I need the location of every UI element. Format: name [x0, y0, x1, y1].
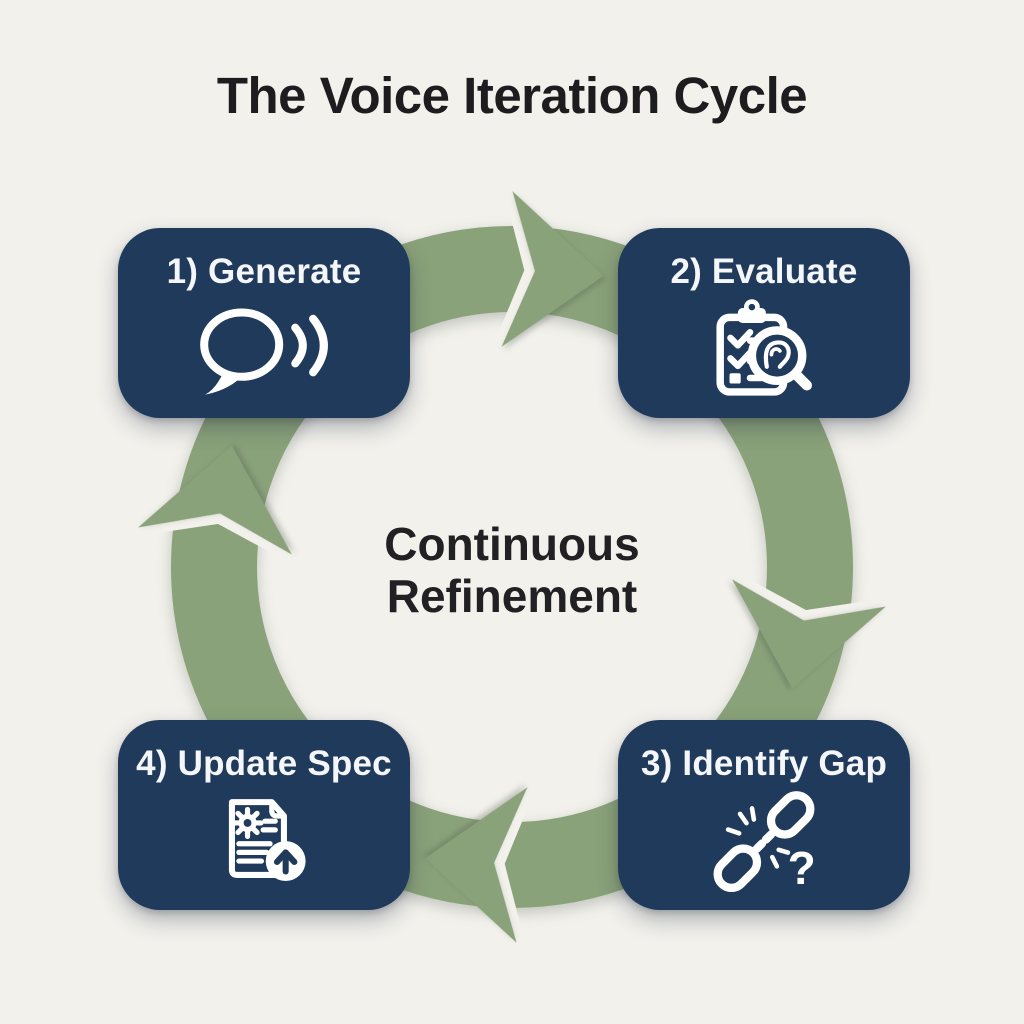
cycle-ring-band: [171, 226, 853, 908]
step-box-generate: 1) Generate: [118, 228, 410, 418]
clipboard-clip-knob: [743, 299, 760, 316]
ear-outline: [763, 340, 791, 369]
chain-links: [713, 791, 815, 893]
chain-link-lower: [713, 844, 762, 893]
step-label: 3) Identify Gap: [640, 744, 888, 783]
chain-stub-upper: [761, 830, 776, 844]
arrowhead-right-icon: [501, 191, 604, 347]
page-title: The Voice Iteration Cycle: [216, 67, 808, 124]
magnifier-lens: [747, 326, 807, 385]
center-label-line2: Refinement: [386, 570, 638, 622]
step-label: 4) Update Spec: [136, 744, 392, 783]
break-spark-lines: [725, 806, 791, 869]
list-bullet-square: [729, 373, 741, 384]
checkmark-1: [727, 329, 754, 349]
cycle-arrowhead-bottom: [425, 776, 537, 952]
magnifier-handle: [791, 370, 813, 391]
arrowhead-up-icon: [138, 445, 292, 555]
step-box-evaluate: 2) Evaluate: [618, 228, 910, 418]
chain-stub-lower: [752, 839, 767, 853]
checkmark-2: [727, 349, 754, 370]
chain-link-upper: [766, 791, 815, 839]
document-folded-corner: [269, 799, 287, 819]
clipboard-checklist-ear-magnifier-icon: [716, 299, 813, 396]
cycle-arrowhead-left: [130, 445, 304, 565]
speech-bubble-sound-waves-icon: [200, 308, 328, 395]
upload-arrow-up-icon: [273, 849, 298, 875]
step-label: 1) Generate: [166, 252, 362, 291]
cycle-arrowhead-top: [492, 182, 604, 358]
step-label: 2) Evaluate: [670, 252, 858, 291]
step-box-update-spec: 4) Update Spec: [118, 720, 410, 910]
sound-wave-inner: [291, 323, 307, 368]
spec-document-gear-upload-icon: [228, 799, 306, 881]
clipboard-clip: [737, 308, 766, 323]
cycle-arrowhead-right: [720, 569, 894, 689]
center-label: Continuous Refinement: [0, 518, 1024, 622]
speech-bubble-tail: [205, 371, 243, 395]
question-mark-glyph: ?: [788, 842, 816, 894]
gear-hole: [243, 819, 252, 827]
center-label-line1: Continuous: [384, 518, 640, 570]
arrowhead-left-icon: [425, 787, 528, 943]
arrowhead-down-icon: [732, 579, 886, 689]
sound-wave-outer: [309, 314, 328, 377]
speech-bubble: [200, 308, 284, 381]
ear-inner-curve: [769, 347, 782, 357]
broken-chain-link-question-icon: ?: [713, 791, 816, 894]
step-box-identify-gap: 3) Identify Gap ?: [618, 720, 910, 910]
